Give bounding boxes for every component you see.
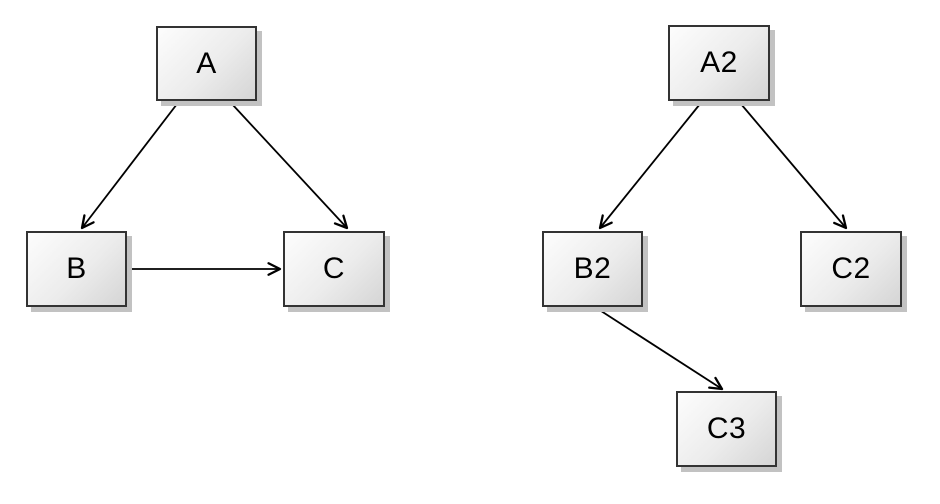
edge-A-to-C[interactable]	[231, 103, 349, 230]
node-B[interactable]: B	[26, 231, 127, 307]
edge-B2-to-C3[interactable]	[597, 308, 724, 391]
node-label-B2: B2	[573, 252, 612, 285]
node-label-C3: C3	[706, 412, 747, 445]
edge-A-to-B[interactable]	[80, 103, 178, 230]
node-B2[interactable]: B2	[542, 231, 643, 307]
node-label-A: A	[196, 46, 217, 80]
node-label-C: C	[322, 252, 346, 285]
node-A2[interactable]: A2	[668, 25, 770, 101]
node-label-C2: C2	[831, 252, 871, 285]
edge-A2-to-B2[interactable]	[598, 103, 701, 230]
node-C[interactable]: C	[283, 231, 385, 307]
node-label-B: B	[66, 252, 87, 285]
node-C2[interactable]: C2	[800, 231, 902, 307]
node-A[interactable]: A	[156, 26, 257, 101]
node-C3[interactable]: C3	[676, 391, 777, 467]
node-label-A2: A2	[700, 46, 738, 79]
edge-A2-to-C2[interactable]	[740, 103, 848, 230]
